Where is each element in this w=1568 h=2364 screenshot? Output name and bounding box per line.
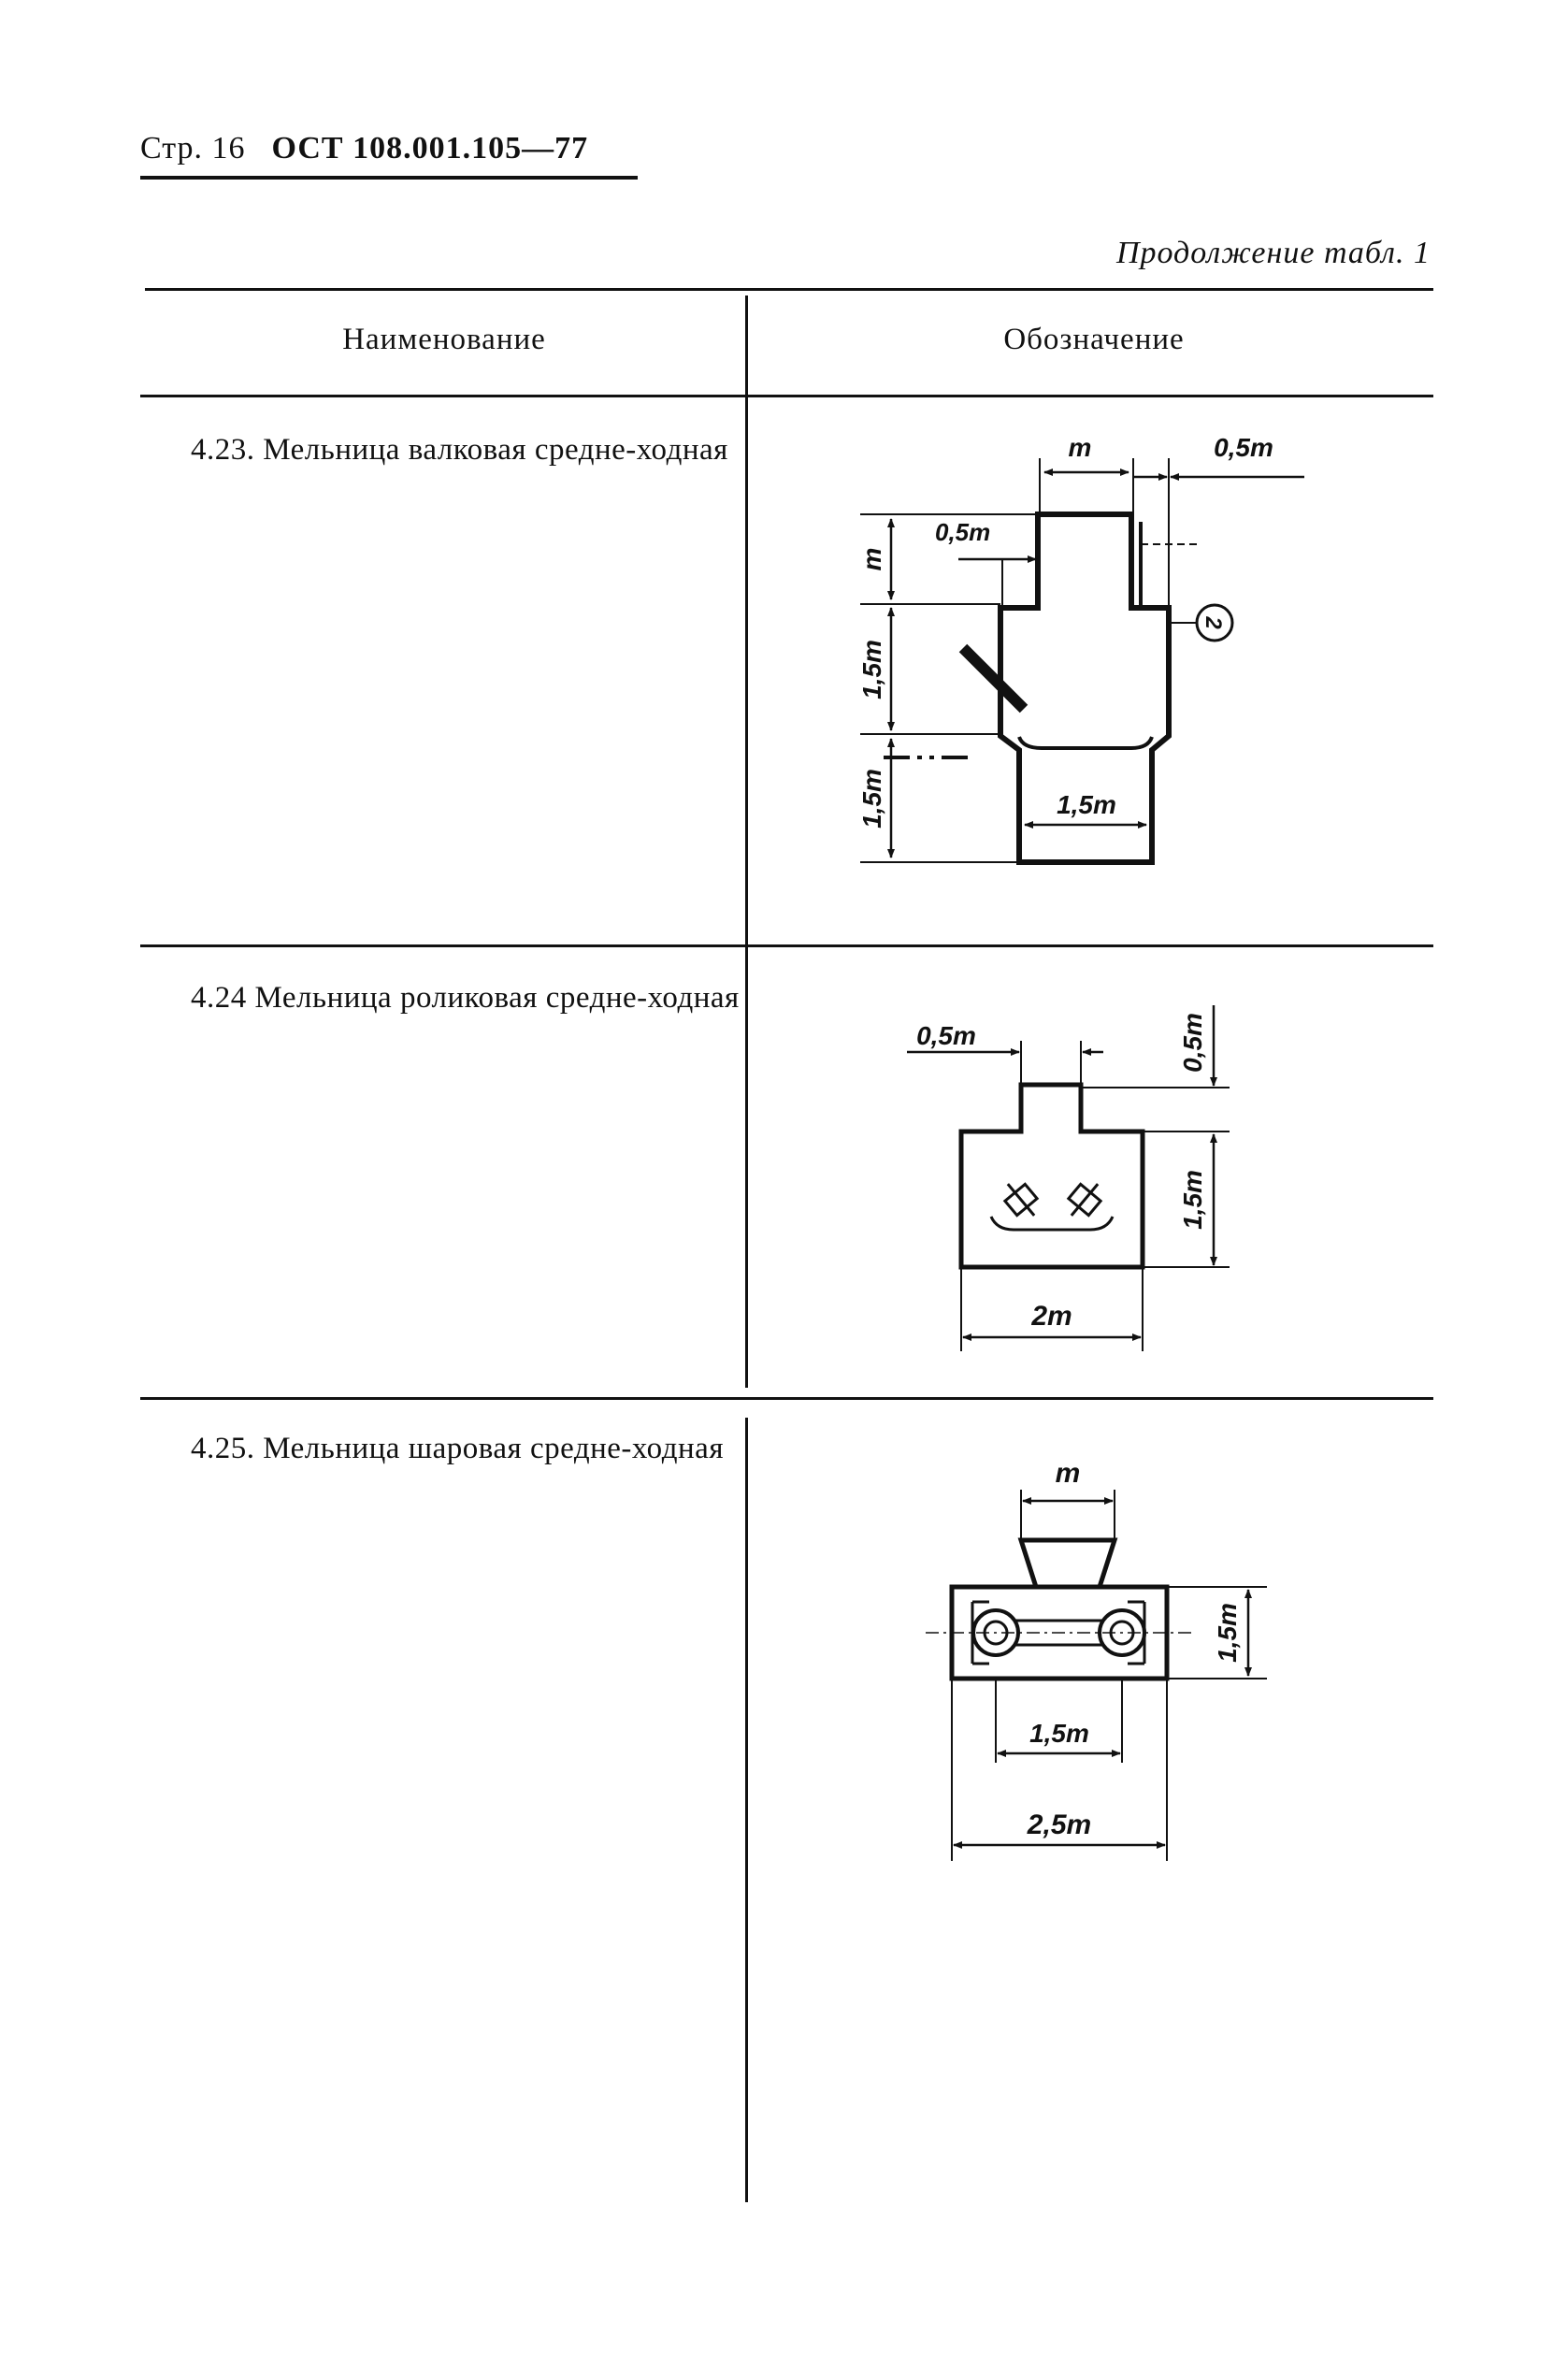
- row-divider: [140, 1397, 1433, 1400]
- dimension-label: 1,5m: [1178, 1170, 1207, 1230]
- table-header-rule: [140, 395, 1433, 397]
- item-name: 4.23. Мельница валковая средне-ходная: [191, 433, 728, 467]
- symbol-ball-mill: m 1,5m 1,5m 2,5m: [926, 1458, 1267, 1861]
- column-header-name: Наименование: [342, 323, 546, 356]
- dimension-label: 0,5m: [916, 1021, 976, 1050]
- dimension-label: 1,5m: [1057, 790, 1116, 819]
- dimension-label: 0,5m: [1214, 433, 1273, 462]
- column-header-symbol: Обозначение: [1003, 323, 1185, 356]
- row-divider: [140, 944, 1433, 947]
- dimension-label: 1,5m: [1029, 1719, 1089, 1748]
- dimension-label: m: [857, 548, 886, 571]
- symbol-ring-roller-mill: 0,5m 0,5m 1,5m 2m: [907, 1005, 1230, 1351]
- dimension-label: 1,5m: [1213, 1603, 1242, 1663]
- header-rule: [140, 176, 638, 180]
- symbol-roller-mill: m 0,5m 0,5m m 1,5m 1,5m 1,5m 2: [857, 433, 1304, 865]
- column-divider: [745, 963, 748, 1388]
- table-continuation-label: Продолжение табл. 1: [1115, 236, 1431, 270]
- dimension-label: 2m: [1030, 1301, 1072, 1332]
- page-number: Стр. 16: [140, 131, 246, 166]
- item-name: 4.24 Мельница роликовая средне-ходная: [191, 981, 740, 1015]
- standard-code: ОСТ 108.001.105—77: [271, 131, 589, 166]
- dimension-label: 0,5m: [1178, 1013, 1207, 1073]
- table-top-rule: [145, 288, 1433, 291]
- item-name: 4.25. Мельница шаровая средне-ходная: [191, 1432, 724, 1465]
- dimension-label: 0,5m: [935, 518, 990, 546]
- dimension-label: 1,5m: [857, 769, 886, 829]
- dimension-label: m: [1056, 1458, 1081, 1489]
- page-header: Стр. 16 ОСТ 108.001.105—77: [140, 131, 588, 166]
- dimension-label: 1,5m: [857, 640, 886, 699]
- column-divider: [745, 1418, 748, 2202]
- column-divider: [745, 296, 748, 971]
- symbol-mark: 2: [1201, 615, 1226, 629]
- dimension-label: m: [1069, 433, 1092, 462]
- dimension-label: 2,5m: [1027, 1809, 1091, 1840]
